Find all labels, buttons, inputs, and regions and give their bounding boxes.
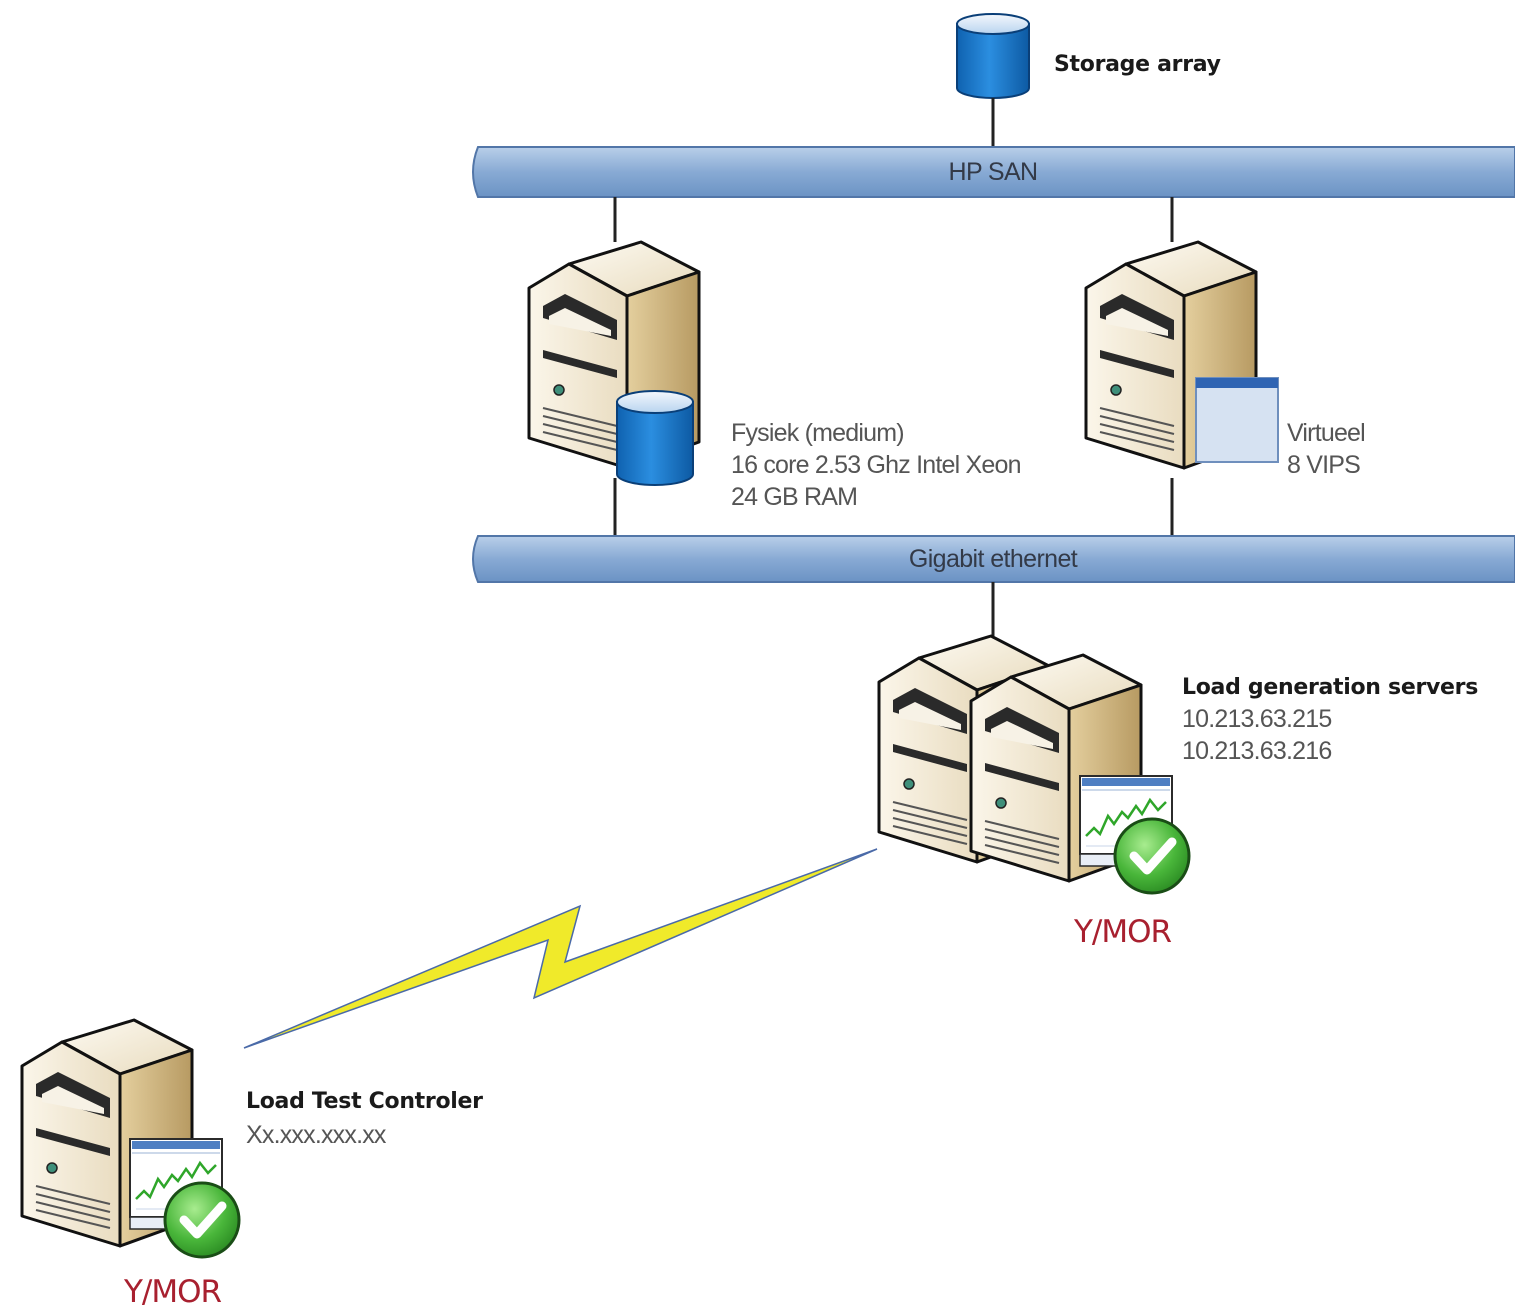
controller-ip: Xx.xxx.xxx.xx — [246, 1121, 387, 1149]
loadgen-ymor-logo: Y/MOR — [1073, 914, 1172, 950]
physical-database-icon — [616, 390, 694, 486]
virtual-line1: Virtueel — [1287, 419, 1365, 447]
controller-ymor-logo: Y/MOR — [123, 1274, 222, 1307]
gigabit-ethernet-bus[interactable] — [472, 535, 1515, 583]
physical-line3: 24 GB RAM — [731, 483, 857, 511]
hp-san-bus[interactable] — [472, 146, 1515, 198]
gigabit-ethernet-label: Gigabit ethernet — [909, 545, 1078, 573]
loadgen-title: Load generation servers — [1182, 675, 1478, 700]
virtual-line2: 8 VIPS — [1287, 451, 1360, 479]
controller-title: Load Test Controler — [246, 1089, 483, 1114]
lightning-link-icon — [243, 848, 878, 1049]
controller-check-icon — [165, 1183, 239, 1257]
loadgen-check-icon — [1115, 819, 1189, 893]
loadgen-ip2: 10.213.63.216 — [1182, 737, 1331, 765]
hp-san-label: HP SAN — [948, 158, 1037, 186]
storage-array-icon[interactable] — [956, 13, 1030, 99]
loadgen-ip1: 10.213.63.215 — [1182, 705, 1331, 733]
physical-line1: Fysiek (medium) — [731, 419, 904, 447]
physical-line2: 16 core 2.53 Ghz Intel Xeon — [731, 451, 1021, 479]
virtual-window-icon — [1195, 377, 1279, 463]
storage-array-label: Storage array — [1054, 52, 1221, 77]
